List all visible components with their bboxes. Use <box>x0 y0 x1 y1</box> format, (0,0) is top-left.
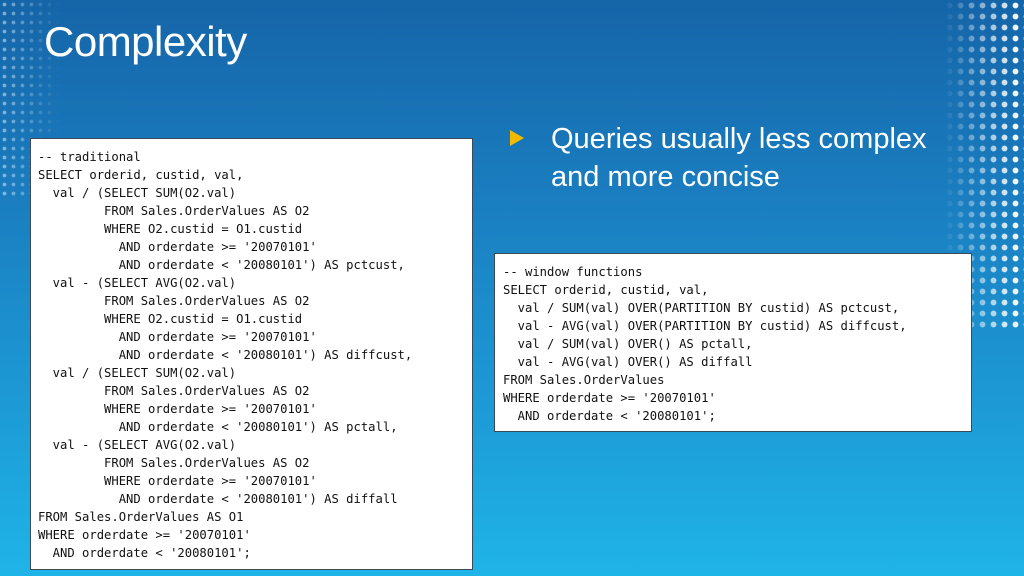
triangle-bullet-icon <box>510 130 524 146</box>
window-functions-code-box: -- window functions SELECT orderid, cust… <box>494 253 972 432</box>
slide-title: Complexity <box>44 18 247 65</box>
traditional-code-box: -- traditional SELECT orderid, custid, v… <box>30 138 473 570</box>
traditional-code: -- traditional SELECT orderid, custid, v… <box>38 150 413 560</box>
bullet-text: Queries usually less complex and more co… <box>551 123 927 193</box>
window-functions-code: -- window functions SELECT orderid, cust… <box>503 265 907 423</box>
